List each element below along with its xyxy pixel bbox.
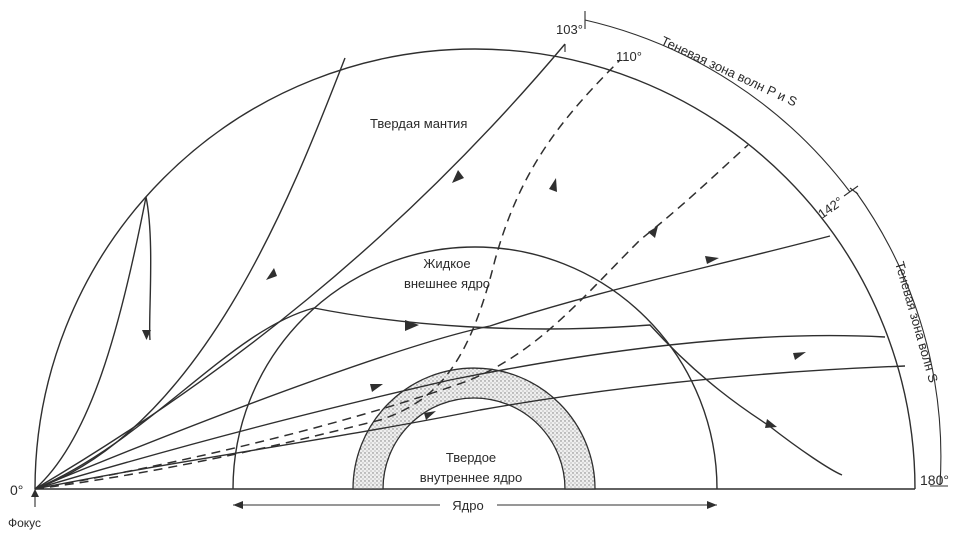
label-inner-core-line2: внутреннее ядро	[420, 470, 523, 485]
label-103-degrees: 103°	[556, 22, 583, 37]
arrow-dashed-2	[648, 226, 658, 238]
label-shadow-zone-ps: Теневая зона волн P и S	[659, 33, 800, 109]
shadow-zone-ps-arc	[584, 19, 851, 193]
ray-path-5-to-142	[34, 235, 831, 490]
label-inner-core-line1: Твердое	[446, 450, 496, 465]
ray-path-2	[34, 57, 346, 490]
arrow-ray-4b	[765, 419, 777, 428]
label-110-degrees: 110°	[616, 49, 642, 64]
label-focus: Фокус	[8, 516, 41, 530]
dashed-ray-2	[34, 144, 749, 490]
ray-path-7	[34, 365, 906, 490]
earth-surface-outline	[34, 48, 916, 490]
arrow-ray-2	[266, 268, 277, 280]
label-0-degrees: 0°	[10, 482, 23, 498]
arrow-ray-6b	[793, 352, 806, 360]
shadow-zone-s-arc	[855, 191, 942, 486]
label-liquid-core-line2: внешнее ядро	[404, 276, 490, 291]
ray-path-6	[34, 334, 886, 490]
arrow-ray-6	[370, 384, 383, 392]
arrow-ray-5	[705, 256, 719, 264]
focus-pointer-arrow	[31, 489, 39, 497]
ray-path-1	[34, 196, 152, 490]
arrow-ray-1	[142, 330, 151, 340]
label-solid-mantle: Твердая мантия	[370, 116, 467, 131]
arrow-ray-7	[424, 411, 436, 420]
ray-path-3-to-103	[34, 43, 566, 490]
label-liquid-core-line1: Жидкое	[423, 256, 470, 271]
arrow-ray-4	[405, 320, 419, 331]
shadow-zone-ps-end-tick	[843, 185, 859, 197]
label-core: Ядро	[452, 498, 483, 513]
arrow-dashed-1	[549, 178, 557, 192]
label-180-degrees: 180°	[920, 472, 949, 488]
arrow-ray-3	[452, 170, 464, 183]
outer-core-boundary	[232, 246, 718, 490]
core-extent-arrow-right	[707, 501, 717, 509]
label-142-degrees: 142°	[815, 194, 846, 222]
core-extent-arrow-left	[233, 501, 243, 509]
inner-core-ring	[352, 367, 596, 490]
dashed-ray-1	[34, 59, 621, 490]
